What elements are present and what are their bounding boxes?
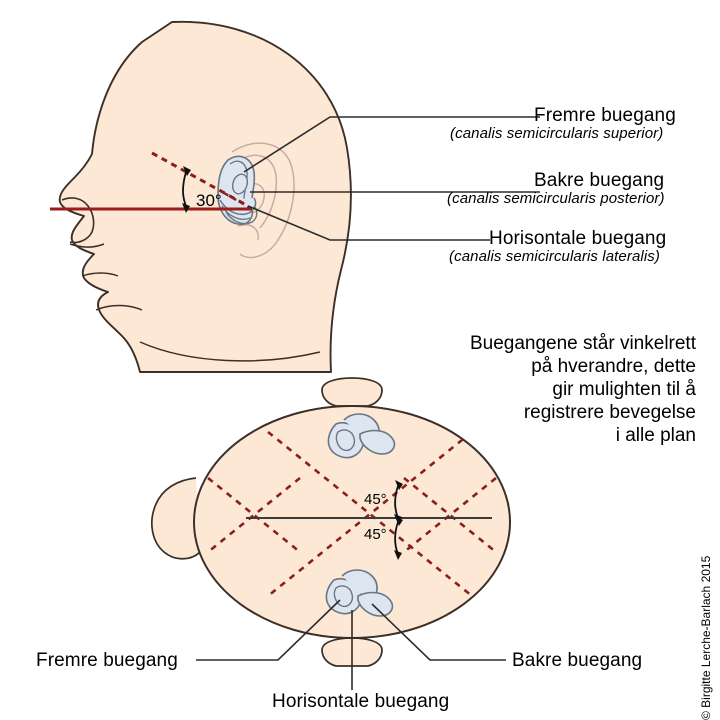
jaw-contour [139, 341, 321, 362]
profile-head-group [50, 20, 352, 373]
nostril-contour [69, 243, 105, 248]
topview-label-bakre: Bakre buegang [512, 650, 643, 671]
angle-label-30: 30° [196, 191, 222, 210]
canal-plane-far-anterior [403, 476, 497, 554]
leader-top-fremre [196, 599, 341, 661]
leader-top-bakre [371, 603, 506, 661]
labyrinth-top-lower-icon [325, 569, 394, 617]
note-line-4: registrere bevegelse [523, 402, 696, 423]
canal-plane-right-anterior [207, 476, 301, 554]
canal-plane-right-posterior [207, 476, 301, 554]
credit-container: © Birgitte Lerche-Barlach 2015 [699, 520, 719, 720]
angle-arrow-30 [182, 166, 191, 213]
chin-contour [95, 304, 143, 311]
callout-latin-horisontale: (canalis semicircularis lateralis) [449, 248, 660, 265]
note-line-1: Buegangene står vinkelrett [469, 333, 696, 354]
callout-leader-lines [243, 116, 540, 241]
labyrinth-side-icon [217, 155, 258, 226]
ear-flap-top [321, 377, 383, 407]
nose-contour [61, 197, 95, 244]
note-line-3: gir mulighten til å [552, 379, 696, 400]
note-line-2: på hverandre, dette [531, 356, 696, 377]
angle-arrow-45-lower [394, 516, 403, 560]
topview-leader-lines [196, 599, 506, 690]
callout-label-fremre: Fremre buegang [534, 105, 676, 126]
explanatory-note: Buegangene står vinkelrett på hverandre,… [400, 332, 696, 447]
callout-label-bakre: Bakre buegang [534, 170, 665, 191]
copyright-text: © Birgitte Lerche-Barlach 2015 [699, 555, 713, 720]
leader-horisontale [247, 205, 490, 241]
callout-latin-bakre: (canalis semicircularis posterior) [447, 190, 665, 207]
canal-plane-left-anterior [267, 430, 473, 598]
callout-latin-fremre: (canalis semicircularis superior) [450, 125, 664, 142]
callout-label-horisontale: Horisontale buegang [489, 228, 667, 249]
labyrinth-top-upper-icon [327, 413, 396, 459]
lip-contour [81, 272, 119, 277]
topview-label-fremre: Fremre buegang [36, 650, 178, 671]
canal-plane-left-posterior [267, 430, 473, 598]
canal-plane-far-posterior [403, 476, 497, 554]
topview-label-horisontale: Horisontale buegang [272, 691, 450, 712]
leader-fremre [243, 116, 540, 173]
note-line-5: i alle plan [615, 425, 696, 446]
angle-label-45-upper: 45° [364, 491, 387, 508]
nose-bump-top [151, 477, 201, 560]
profile-head-outline [58, 20, 352, 373]
angle-label-45-lower: 45° [364, 526, 387, 543]
